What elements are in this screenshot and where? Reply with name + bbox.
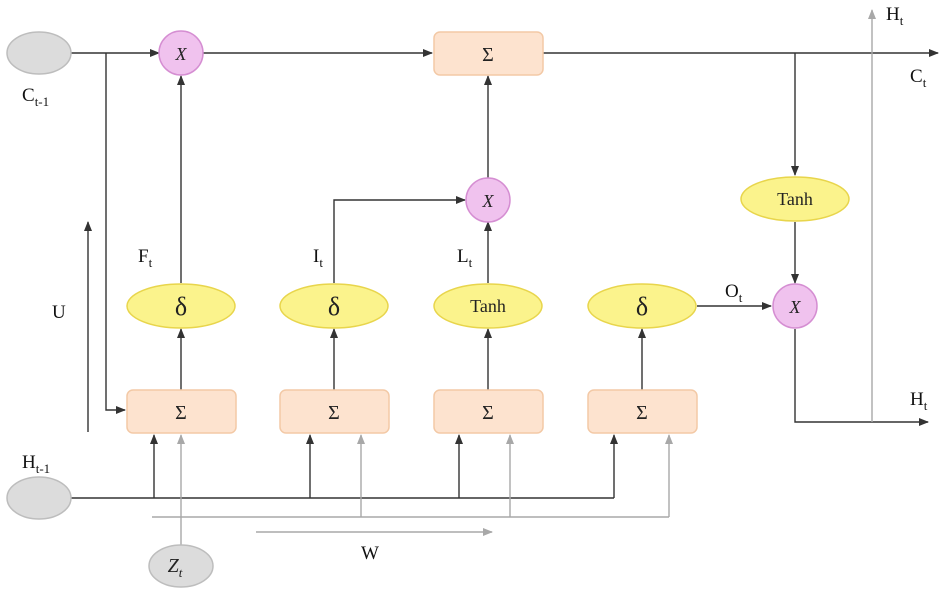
input-gate-label: It (313, 246, 323, 270)
input-sum-symbol: Σ (328, 402, 340, 424)
candidate-sum-symbol: Σ (482, 402, 494, 424)
input-sigma-node: δ (279, 283, 389, 329)
forget-sigma-node: δ (126, 283, 236, 329)
cprev-to-sum1 (105, 53, 126, 414)
candidate-tanh-label: Tanh (470, 296, 506, 316)
forget-multiply-symbol: X (175, 44, 188, 64)
candidate-tanh-node: Tanh (433, 283, 543, 329)
cell-sum-box: Σ (433, 31, 544, 76)
output-sigma-symbol: δ (636, 292, 648, 321)
it-to-mul (333, 196, 466, 283)
h-top-label: Ht (886, 4, 904, 28)
cell-tanh-label: Tanh (777, 189, 813, 209)
cell-sum-symbol: Σ (482, 44, 494, 66)
candidate-sum-box: Σ (433, 389, 544, 434)
forget-sigma-symbol: δ (175, 292, 187, 321)
output-sigma-node: δ (587, 283, 697, 329)
connectors (71, 9, 939, 545)
forget-sum-box: Σ (126, 389, 237, 434)
c-prev-node (6, 31, 72, 75)
c-out-label: Ct (910, 66, 927, 90)
u-label: U (52, 302, 66, 323)
output-sum-symbol: Σ (636, 402, 648, 424)
input-sigma-symbol: δ (328, 292, 340, 321)
h-prev-node (6, 476, 72, 520)
cell-tanh-node: Tanh (740, 176, 850, 222)
output-multiply-symbol: X (789, 297, 802, 317)
h-out-label: Ht (910, 389, 928, 413)
w-label: W (361, 543, 379, 564)
z-input-label: Zt (168, 555, 183, 580)
input-multiply-symbol: X (482, 191, 495, 211)
forget-multiply-node: X (158, 30, 204, 76)
input-sum-box: Σ (279, 389, 390, 434)
output-sum-box: Σ (587, 389, 698, 434)
output-multiply-node: X (772, 283, 818, 329)
candidate-label: Lt (457, 246, 473, 270)
z-input-node (148, 544, 214, 588)
mul-to-hout (794, 329, 929, 426)
input-multiply-node: X (465, 177, 511, 223)
c-prev-label: Ct-1 (22, 85, 49, 109)
h-prev-label: Ht-1 (22, 452, 50, 476)
forget-gate-label: Ft (138, 246, 153, 270)
output-gate-label: Ot (725, 281, 743, 305)
forget-sum-symbol: Σ (175, 402, 187, 424)
